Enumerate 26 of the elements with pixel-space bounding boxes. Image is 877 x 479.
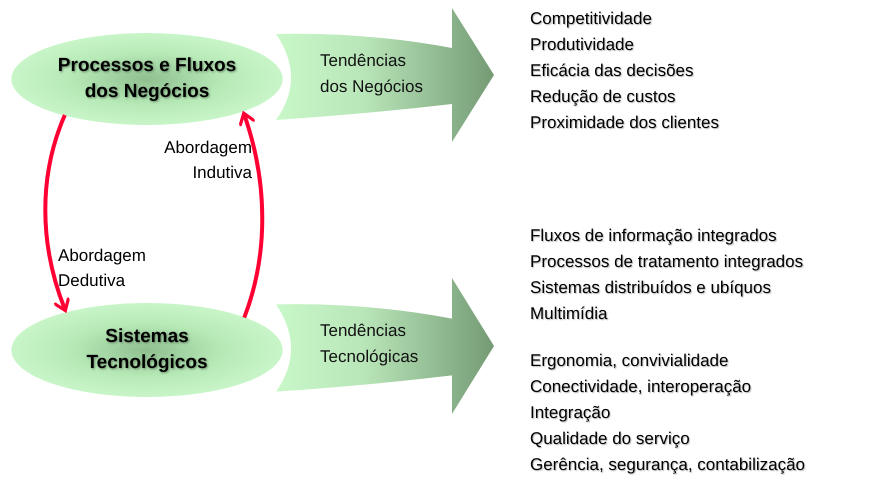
edge-label: Abordagem Dedutiva xyxy=(58,245,147,292)
list-item: Processos de tratamento integrados xyxy=(530,251,804,273)
curved-arrow xyxy=(238,112,264,318)
block-arrow xyxy=(276,278,494,414)
list-item: Fluxos de informação integrados xyxy=(530,225,777,247)
list-item: Gerência, segurança, contabilização xyxy=(530,454,805,476)
ellipse-node xyxy=(10,32,284,126)
curved-arrow xyxy=(43,114,71,312)
edge-label: Abordagem Indutiva xyxy=(163,137,252,184)
list-item: Qualidade do serviço xyxy=(530,428,690,450)
block-arrow xyxy=(276,8,494,142)
node-title: Processos e Fluxos dos Negócios xyxy=(56,54,238,104)
list-item: Multimídia xyxy=(530,303,608,325)
list-item: Redução de custos xyxy=(530,86,676,108)
list-item: Produtividade xyxy=(530,34,634,56)
list-item: Ergonomia, convivialidade xyxy=(530,350,728,372)
list-item: Proximidade dos clientes xyxy=(530,112,719,134)
node-title: Sistemas Tecnológicos xyxy=(85,325,209,375)
arrow-label: Tendências dos Negócios xyxy=(320,50,424,98)
list-item: Integração xyxy=(530,402,610,424)
list-item: Sistemas distribuídos e ubíquos xyxy=(530,277,771,299)
list-item: Conectividade, interoperação xyxy=(530,376,752,398)
list-item: Eficácia das decisões xyxy=(530,60,694,82)
list-item: Competitividade xyxy=(530,8,652,30)
ellipse-node xyxy=(10,302,284,398)
arrow-label: Tendências Tecnológicas xyxy=(320,320,420,368)
